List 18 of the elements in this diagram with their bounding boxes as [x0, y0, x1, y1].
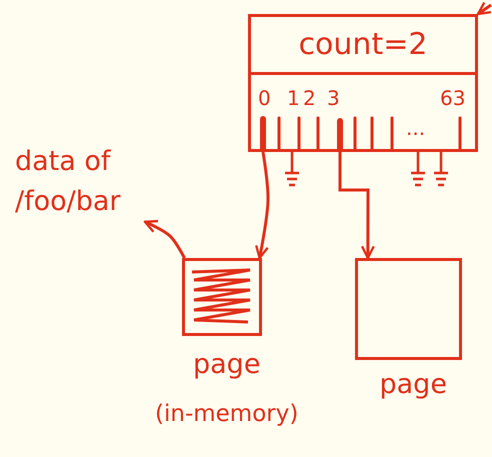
arrow [338, 152, 375, 260]
slot-bar [260, 116, 266, 152]
count-field: count=2 [251, 17, 475, 75]
arrow [255, 152, 270, 260]
slot-bar [337, 118, 343, 152]
page-note: (in-memory) [155, 401, 298, 427]
slot-index: 3 [327, 86, 340, 110]
slot-index: 63 [440, 86, 466, 110]
slot-index: 0 [258, 86, 271, 110]
path-note: data of /foo/bar [15, 142, 145, 226]
arrow [144, 220, 186, 259]
page-caption: page [193, 349, 260, 380]
page-caption: page [380, 369, 447, 400]
arrow [476, 1, 492, 16]
slot-index: 2 [303, 86, 316, 110]
slot-index: 1 [287, 86, 300, 110]
ellipsis: ... [406, 116, 426, 140]
box-outline [248, 14, 478, 152]
